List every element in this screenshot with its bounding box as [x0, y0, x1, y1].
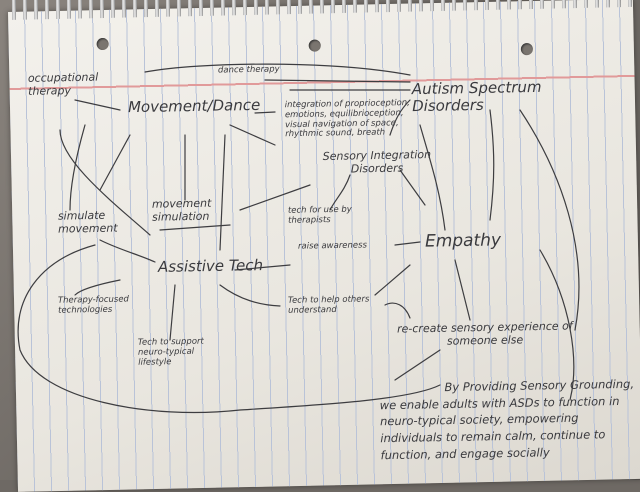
node-recreate-sensory-experience: re-create sensory experience of someone …: [396, 319, 573, 348]
node-simulate-movement: simulate movement: [57, 208, 118, 236]
node-occupational-therapy: occupational therapy: [27, 70, 99, 98]
node-tech-for-therapists: tech for use by therapists: [287, 204, 352, 226]
node-empathy: Empathy: [424, 230, 502, 252]
punch-hole: [308, 39, 321, 52]
spiral-binding: [7, 0, 634, 20]
node-movement-simulation: movement simulation: [151, 196, 212, 224]
node-sensory-integration-disorders: Sensory Integration Disorders: [322, 148, 432, 176]
node-tech-help-others-understand: Tech to help others understand: [287, 294, 370, 316]
punch-hole: [96, 37, 109, 51]
node-autism-spectrum-disorders: Autism Spectrum Disorders: [411, 77, 542, 116]
node-raise-awareness: raise awareness: [297, 240, 368, 252]
summary-statement: By Providing Sensory Grounding, we enabl…: [379, 376, 635, 462]
node-tech-support-lifestyle: Tech to support neuro-typical lifestyle: [137, 336, 204, 368]
node-assistive-tech: Assistive Tech: [157, 256, 264, 276]
punch-hole: [520, 43, 534, 56]
node-dance-therapy: dance therapy: [217, 64, 280, 76]
node-integration-details: integration of proprioception, emotions,…: [284, 98, 410, 140]
node-therapy-focused-technologies: Therapy-focused technologies: [57, 294, 129, 316]
node-movement-dance: Movement/Dance: [127, 95, 261, 117]
